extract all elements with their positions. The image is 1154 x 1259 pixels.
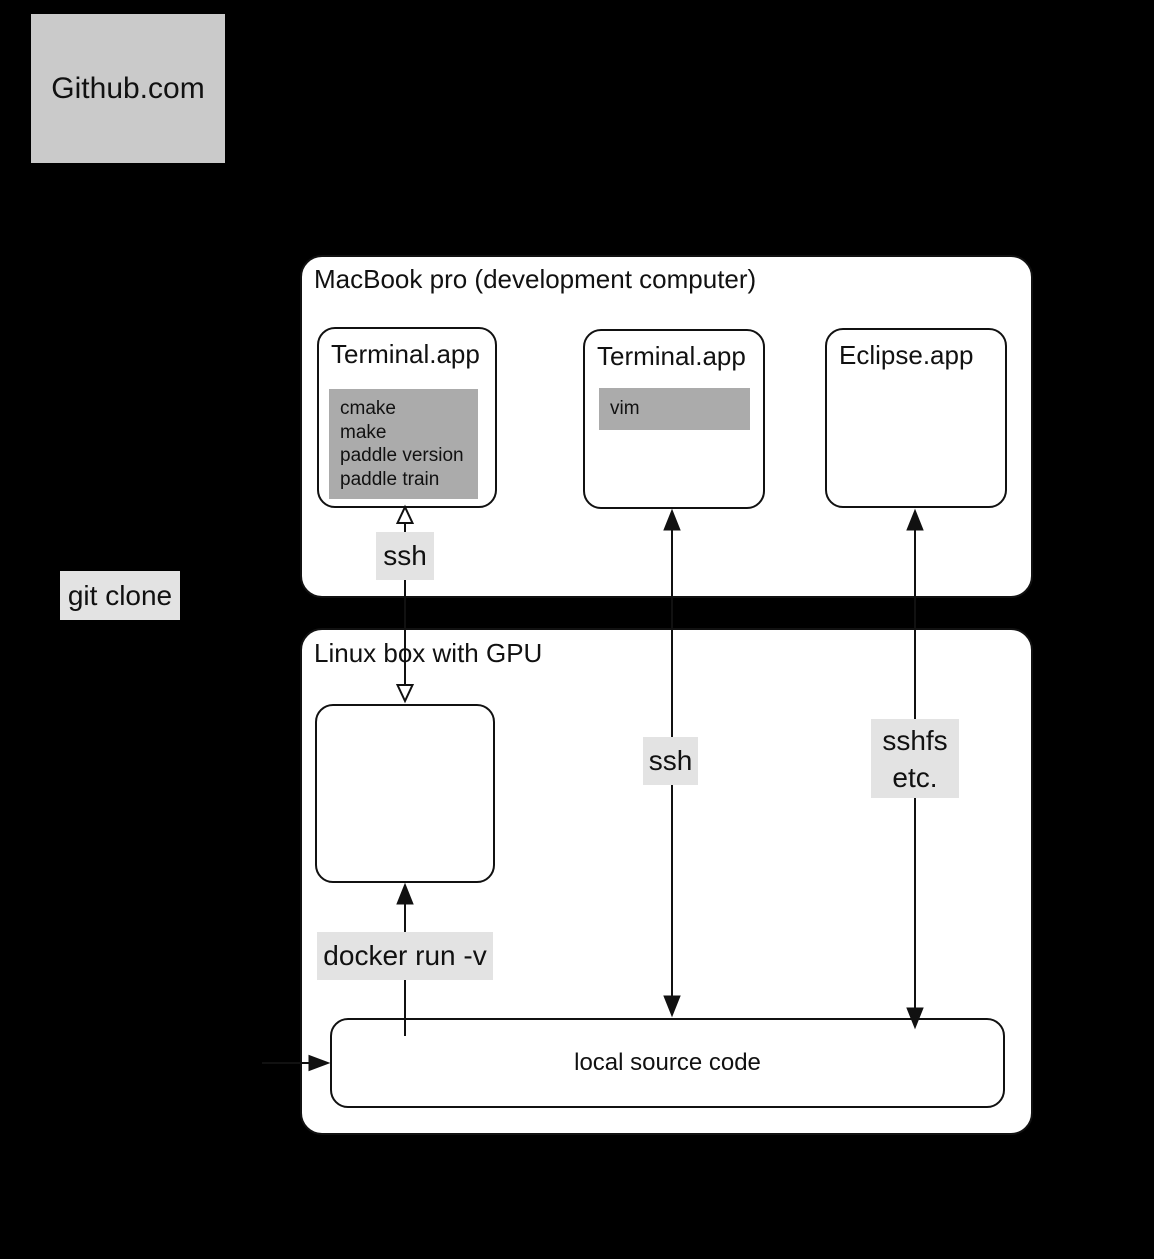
command-line: paddle train <box>340 468 440 490</box>
github-label: Github.com <box>51 71 205 105</box>
terminal-right-title: Terminal.app <box>597 341 746 371</box>
command-line: paddle version <box>340 445 464 466</box>
eclipse-title: Eclipse.app <box>839 340 974 370</box>
sshfs-text-line2: etc. <box>892 761 938 793</box>
command-line: cmake <box>340 398 396 419</box>
terminal-left-commands: cmake make paddle version paddle train <box>329 389 478 499</box>
terminal-right-commands: vim <box>599 388 750 430</box>
ssh-text: ssh <box>648 745 693 776</box>
ssh-terminal-label: ssh <box>376 532 434 580</box>
macbook-title: MacBook pro (development computer) <box>314 264 757 294</box>
ssh-source-label: ssh <box>643 737 698 785</box>
sshfs-text-line1: sshfs <box>882 724 948 756</box>
local-source-label: local source code <box>574 1049 761 1076</box>
command-line: vim <box>610 398 640 420</box>
docker-run-text: docker run -v <box>323 940 487 971</box>
terminal-left-title: Terminal.app <box>331 339 480 369</box>
ssh-text: ssh <box>383 540 427 571</box>
command-line: make <box>340 421 387 443</box>
eclipse-box <box>825 328 1007 508</box>
git-clone-text: git clone <box>67 579 173 611</box>
github-box: Github.com <box>31 14 225 163</box>
docker-container-box <box>315 704 495 883</box>
docker-run-label: docker run -v <box>317 932 493 980</box>
linux-title: Linux box with GPU <box>314 638 543 668</box>
git-clone-label: git clone <box>60 571 180 620</box>
local-source-box: local source code <box>330 1018 1005 1108</box>
sshfs-label: sshfs etc. <box>871 719 959 798</box>
